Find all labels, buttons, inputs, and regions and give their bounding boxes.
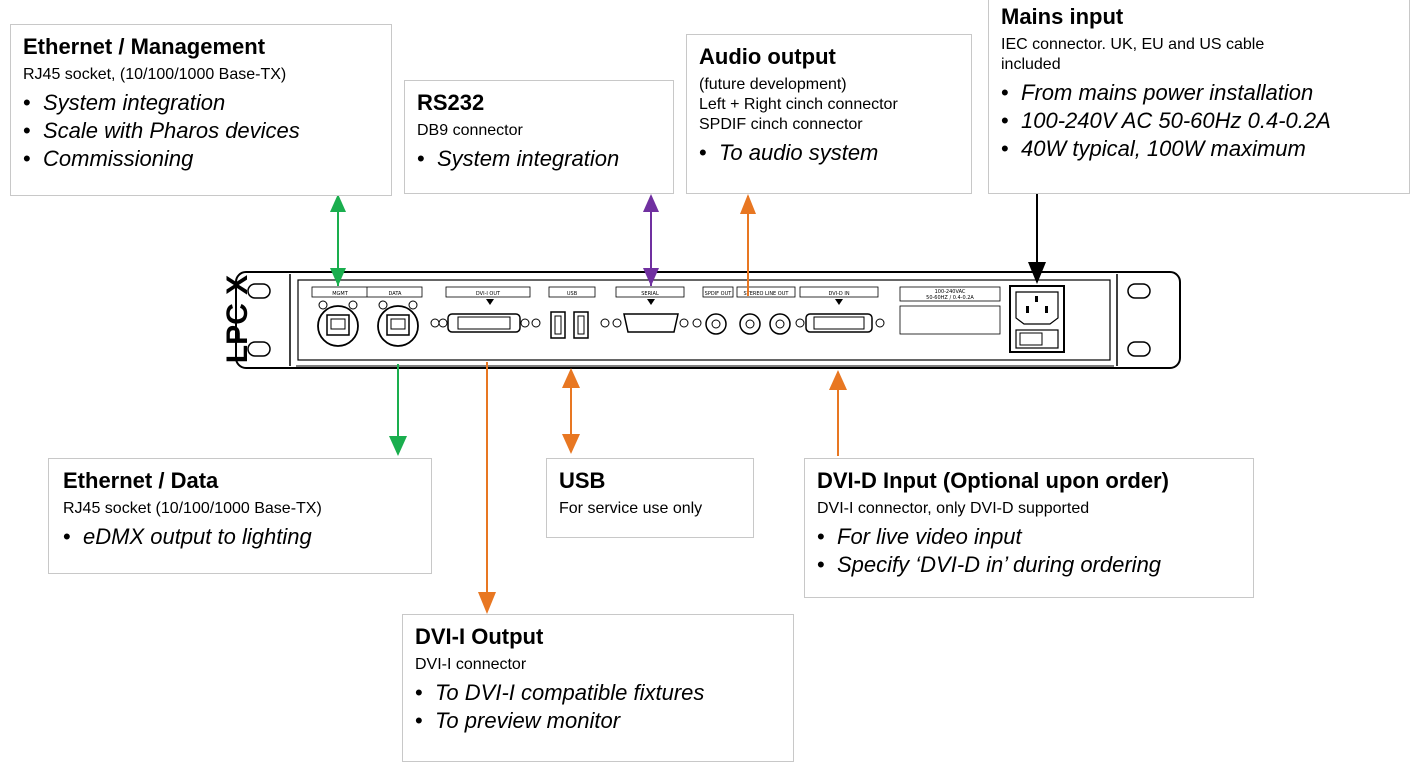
callout-title: Ethernet / Management: [23, 34, 266, 59]
callout-line: SPDIF cinch connector: [699, 116, 863, 133]
audio-left-cinch-port: [739, 313, 761, 335]
callout-bullet: From mains power installation: [1001, 79, 1397, 107]
callout-bullet: System integration: [23, 89, 379, 117]
dvi-in-port: [805, 313, 873, 333]
callout-title: DVI-I Output: [415, 624, 544, 649]
power-spec-line-2: 50-60HZ / 0.4-0.2A: [926, 295, 974, 301]
port-label-stereo: STEREO LINE OUT: [744, 291, 790, 297]
port-label-spdif: SPDIF OUT: [705, 291, 733, 297]
spdif-cinch-port: [705, 313, 727, 335]
port-label-dvi-out: DVI-I OUT: [476, 291, 501, 297]
callout-line: Left + Right cinch connector: [699, 96, 898, 113]
callout-bullet: Specify ‘DVI-D in’ during ordering: [817, 551, 1241, 579]
callout-bullet: 100-240V AC 50-60Hz 0.4-0.2A: [1001, 107, 1397, 135]
callout-dvi-d-input: DVI-D Input (Optional upon order) DVI-I …: [804, 458, 1254, 598]
rack-ear-hole: [247, 283, 271, 299]
callout-usb: USB For service use only: [546, 458, 754, 538]
callout-title: USB: [559, 468, 606, 493]
callout-bullet: To preview monitor: [415, 707, 781, 735]
port-label-usb: USB: [567, 291, 578, 297]
callout-line: RJ45 socket (10/100/1000 Base-TX): [63, 500, 322, 517]
callout-line: included: [1001, 56, 1061, 73]
callout-bullet: 40W typical, 100W maximum: [1001, 135, 1397, 163]
callout-title: RS232: [417, 90, 485, 115]
power-switch: [1015, 329, 1059, 349]
rack-ear-hole: [247, 341, 271, 357]
callout-bullet: Scale with Pharos devices: [23, 117, 379, 145]
callout-line: DVI-I connector, only DVI-D supported: [817, 500, 1090, 517]
callout-bullet: eDMX output to lighting: [63, 523, 419, 551]
rack-ear-hole: [1127, 341, 1151, 357]
port-label-serial: SERIAL: [641, 291, 659, 297]
callout-ethernet-data: Ethernet / Data RJ45 socket (10/100/1000…: [48, 458, 432, 574]
port-label-dvi-in: DVI-D IN: [828, 291, 849, 297]
callout-mains-input: Mains input IEC connector. UK, EU and US…: [988, 0, 1410, 194]
db9-serial-port: [623, 313, 679, 333]
callout-title: Ethernet / Data: [63, 468, 219, 493]
callout-title: Mains input: [1001, 4, 1124, 29]
callout-title: Audio output: [699, 44, 836, 69]
callout-bullet: System integration: [417, 145, 661, 173]
device-label: LPC X: [221, 274, 254, 364]
callout-rs232: RS232 DB9 connector System integration: [404, 80, 674, 194]
callout-line: DVI-I connector: [415, 656, 527, 673]
dvi-out-port: [447, 313, 521, 333]
callout-ethernet-management: Ethernet / Management RJ45 socket, (10/1…: [10, 24, 392, 196]
callout-bullet: To DVI-I compatible fixtures: [415, 679, 781, 707]
callout-bullet: For live video input: [817, 523, 1241, 551]
power-spec-line-1: 100-240VAC: [935, 289, 966, 295]
audio-right-cinch-port: [769, 313, 791, 335]
callout-line: (future development): [699, 76, 847, 93]
callout-line: IEC connector. UK, EU and US cable: [1001, 36, 1265, 53]
rack-ear-hole: [1127, 283, 1151, 299]
callout-audio-output: Audio output (future development) Left +…: [686, 34, 972, 194]
power-spec-plate: [899, 286, 1001, 302]
serial-label-plate: [899, 305, 1001, 335]
callout-dvi-i-output: DVI-I Output DVI-I connector To DVI-I co…: [402, 614, 794, 762]
port-label-mgmt: MGMT: [332, 291, 349, 297]
callout-bullet: Commissioning: [23, 145, 379, 173]
callout-line: DB9 connector: [417, 122, 523, 139]
callout-line: For service use only: [559, 500, 703, 517]
callout-title: DVI-D Input (Optional upon order): [817, 468, 1169, 493]
callout-bullet: To audio system: [699, 139, 959, 167]
rack-device: [235, 271, 1181, 369]
port-label-data: DATA: [389, 291, 402, 297]
callout-line: RJ45 socket, (10/100/1000 Base-TX): [23, 66, 287, 83]
